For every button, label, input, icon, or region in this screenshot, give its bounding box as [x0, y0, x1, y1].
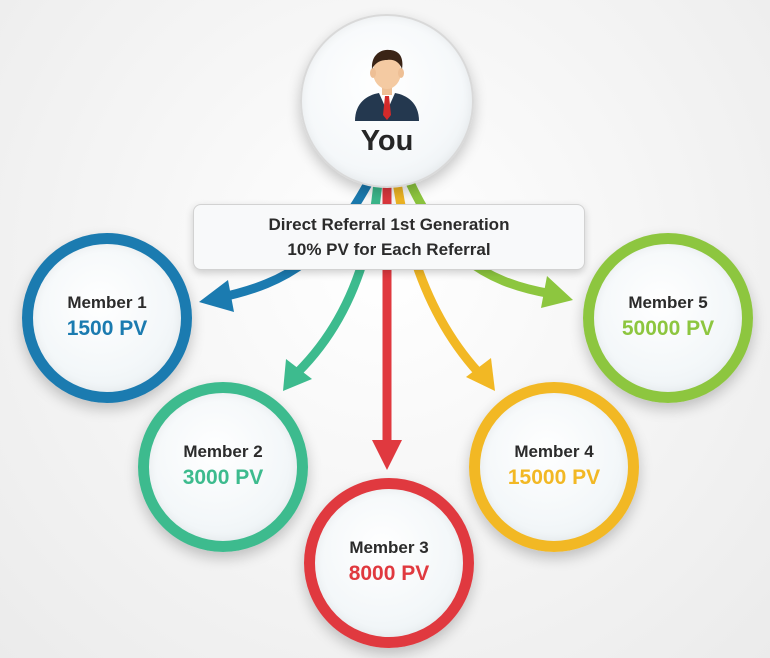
- member-pv: 1500 PV: [66, 317, 148, 340]
- member-node-3: Member 3 8000 PV: [304, 478, 474, 648]
- member-node-4: Member 4 15000 PV: [469, 382, 639, 552]
- callout-line-1: Direct Referral 1st Generation: [268, 215, 510, 234]
- businessman-avatar-icon: [349, 45, 425, 121]
- member-node-5: Member 5 50000 PV: [583, 233, 753, 403]
- member-pv: 3000 PV: [182, 466, 264, 489]
- member-pv: 50000 PV: [621, 317, 715, 340]
- member-node-2: Member 2 3000 PV: [138, 382, 308, 552]
- arrowhead-member-4: [466, 358, 495, 391]
- member-pv: 8000 PV: [348, 562, 430, 585]
- member-pv: 15000 PV: [507, 466, 601, 489]
- member-node-1: Member 1 1500 PV: [22, 233, 192, 403]
- member-name: Member 1: [67, 293, 147, 312]
- member-name: Member 4: [514, 442, 594, 461]
- member-name: Member 5: [628, 293, 708, 312]
- arrowhead-member-3: [372, 440, 402, 470]
- member-name: Member 3: [349, 538, 429, 557]
- referral-callout: Direct Referral 1st Generation 10% PV fo…: [193, 204, 585, 270]
- arrowhead-member-2: [283, 359, 312, 391]
- you-node: You: [300, 14, 474, 188]
- member-name: Member 2: [183, 442, 263, 461]
- arrowhead-member-1: [199, 280, 234, 312]
- callout-line-2: 10% PV for Each Referral: [287, 240, 491, 259]
- you-label: You: [360, 124, 414, 157]
- arrowhead-member-5: [541, 276, 573, 308]
